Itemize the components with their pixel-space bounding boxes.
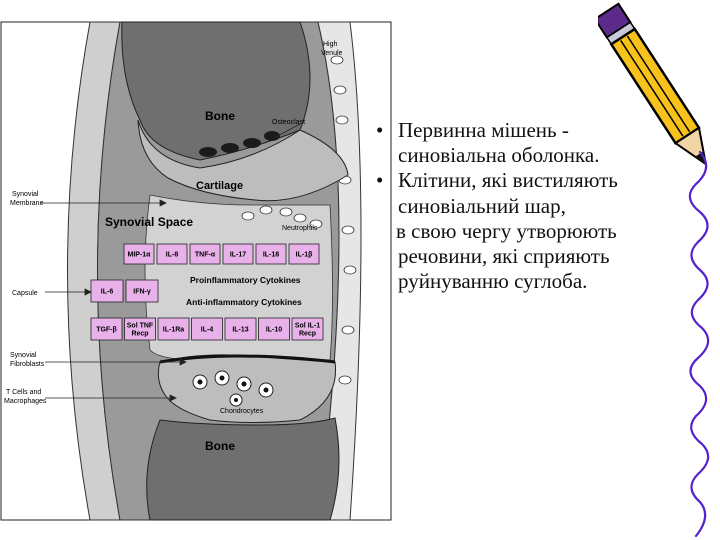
proinflammatory-row-2: IL-6 IFN-γ bbox=[90, 279, 159, 303]
cytokine-label-ifn: IFN-γ bbox=[133, 289, 151, 296]
capsule-label: Capsule bbox=[12, 290, 38, 297]
cytokine-label-tnf: TNF-α bbox=[195, 252, 216, 259]
cytokine-label-sol-tnf: Sol TNF bbox=[127, 323, 154, 330]
bullet-1-line-1: Первинна мішень - bbox=[398, 118, 569, 142]
cytokine-box bbox=[224, 317, 257, 341]
venule-cells bbox=[330, 55, 357, 385]
bullet-2-line-2: синовіальний шар, bbox=[398, 193, 566, 218]
cytokine-box bbox=[124, 317, 156, 341]
bullet-item-2: • Клітини, які вистиляють синовіальний ш… bbox=[376, 168, 712, 294]
bullet-2-line-3: в свою чергу утворюють bbox=[396, 218, 617, 243]
t-cells-label-2: Macrophages bbox=[4, 398, 47, 405]
bullet-item-1: • Первинна мішень - синовіальна оболонка… bbox=[376, 118, 712, 168]
cytokine-box bbox=[123, 243, 155, 265]
bullet-1-line-2: синовіальна оболонка. bbox=[398, 143, 600, 168]
bone-top bbox=[121, 21, 311, 161]
bullet-2-line-5: руйнуванню суглоба. bbox=[398, 269, 588, 294]
bullet-list: • Первинна мішень - синовіальна оболонка… bbox=[376, 118, 712, 294]
cytokine-box bbox=[291, 317, 324, 341]
cytokine-box bbox=[90, 317, 123, 341]
cytokine-box bbox=[258, 317, 290, 341]
cytokine-box bbox=[90, 279, 124, 303]
cytokine-label-recp: Recp bbox=[299, 331, 316, 338]
osteoclasts bbox=[199, 131, 280, 157]
synovial-membrane-label-1: Synovial bbox=[12, 191, 39, 198]
cytokine-label-tgf: TGF-β bbox=[96, 327, 117, 334]
bullet-2-line-1: Клітини, які вистиляють bbox=[398, 168, 618, 193]
cytokine-box bbox=[222, 243, 254, 265]
cytokine-label-il-17: IL-17 bbox=[230, 252, 246, 259]
cytokine-box bbox=[157, 317, 190, 341]
cytokine-box bbox=[125, 279, 159, 303]
cytokine-box bbox=[189, 243, 221, 265]
synovial-membrane-label-2: Membrane bbox=[10, 200, 44, 207]
bone-top-label: Bone bbox=[205, 109, 235, 123]
bone-bottom-label: Bone bbox=[205, 439, 235, 453]
cartilage-top bbox=[137, 119, 349, 202]
squiggle-decoration bbox=[688, 150, 710, 538]
cytokine-label-mip-1: MIP-1α bbox=[128, 252, 152, 259]
bone-bottom bbox=[146, 417, 340, 521]
cytokine-box bbox=[255, 243, 287, 265]
cytokine-box bbox=[288, 243, 320, 265]
cytokine-label-il-18: IL-18 bbox=[263, 252, 279, 259]
cytokine-label-il-4: IL-4 bbox=[201, 327, 214, 334]
cytokine-label-il-8: IL-8 bbox=[166, 252, 179, 259]
chondrocytes-cells bbox=[192, 370, 274, 407]
bullet-dot: • bbox=[376, 168, 384, 193]
bullet-dot: • bbox=[376, 118, 384, 142]
synovial-space-label: Synovial Space bbox=[105, 215, 193, 229]
synovial-fibroblast-lining bbox=[159, 354, 336, 364]
cartilage-label: Cartilage bbox=[196, 180, 243, 192]
neutrophils-label: Neutrophils bbox=[282, 225, 318, 232]
bullet-2-line-4: речовини, які сприяють bbox=[398, 243, 610, 268]
neutrophils-cells bbox=[241, 205, 323, 229]
high-venule-label-2: Venule bbox=[321, 50, 343, 57]
cytokine-label-il-13: IL-13 bbox=[232, 327, 248, 334]
synovial-joint-diagram: MIP-1α IL-8 TNF-α IL-17 IL-18 IL-1β IL-6 IFN-γ… bbox=[0, 21, 392, 521]
cytokine-label-recp: Recp bbox=[131, 331, 148, 338]
anti-inflammatory-label: Anti-inflammatory Cytokines bbox=[186, 297, 302, 307]
cytokine-label-il-10: IL-10 bbox=[266, 327, 282, 334]
t-cells-label-1: T Cells and bbox=[6, 389, 41, 396]
proinflammatory-row-1: MIP-1α IL-8 TNF-α IL-17 IL-18 IL-1β bbox=[123, 243, 320, 265]
proinflammatory-label: Proinflammatory Cytokines bbox=[190, 275, 301, 285]
pencil-icon bbox=[598, 2, 708, 167]
high-venule-label-1: High bbox=[323, 41, 338, 48]
pointer-lines bbox=[40, 123, 301, 402]
synovial-fibroblasts-label-1: Synovial bbox=[10, 352, 37, 359]
cytokine-label-sol-il-1: Sol IL-1 bbox=[295, 323, 320, 330]
cytokine-label-il-6: IL-6 bbox=[101, 289, 114, 296]
cytokine-label-il-1: IL-1β bbox=[296, 252, 313, 259]
synovial-fibroblasts-label-2: Fibroblasts bbox=[10, 361, 45, 368]
cytokine-box bbox=[191, 317, 223, 341]
cytokine-label-il-1ra: IL-1Ra bbox=[163, 327, 185, 334]
osteoclast-label: Osteoclast bbox=[272, 119, 305, 126]
cytokine-box bbox=[156, 243, 188, 265]
chondrocytes-label: Chondrocytes bbox=[220, 408, 264, 415]
